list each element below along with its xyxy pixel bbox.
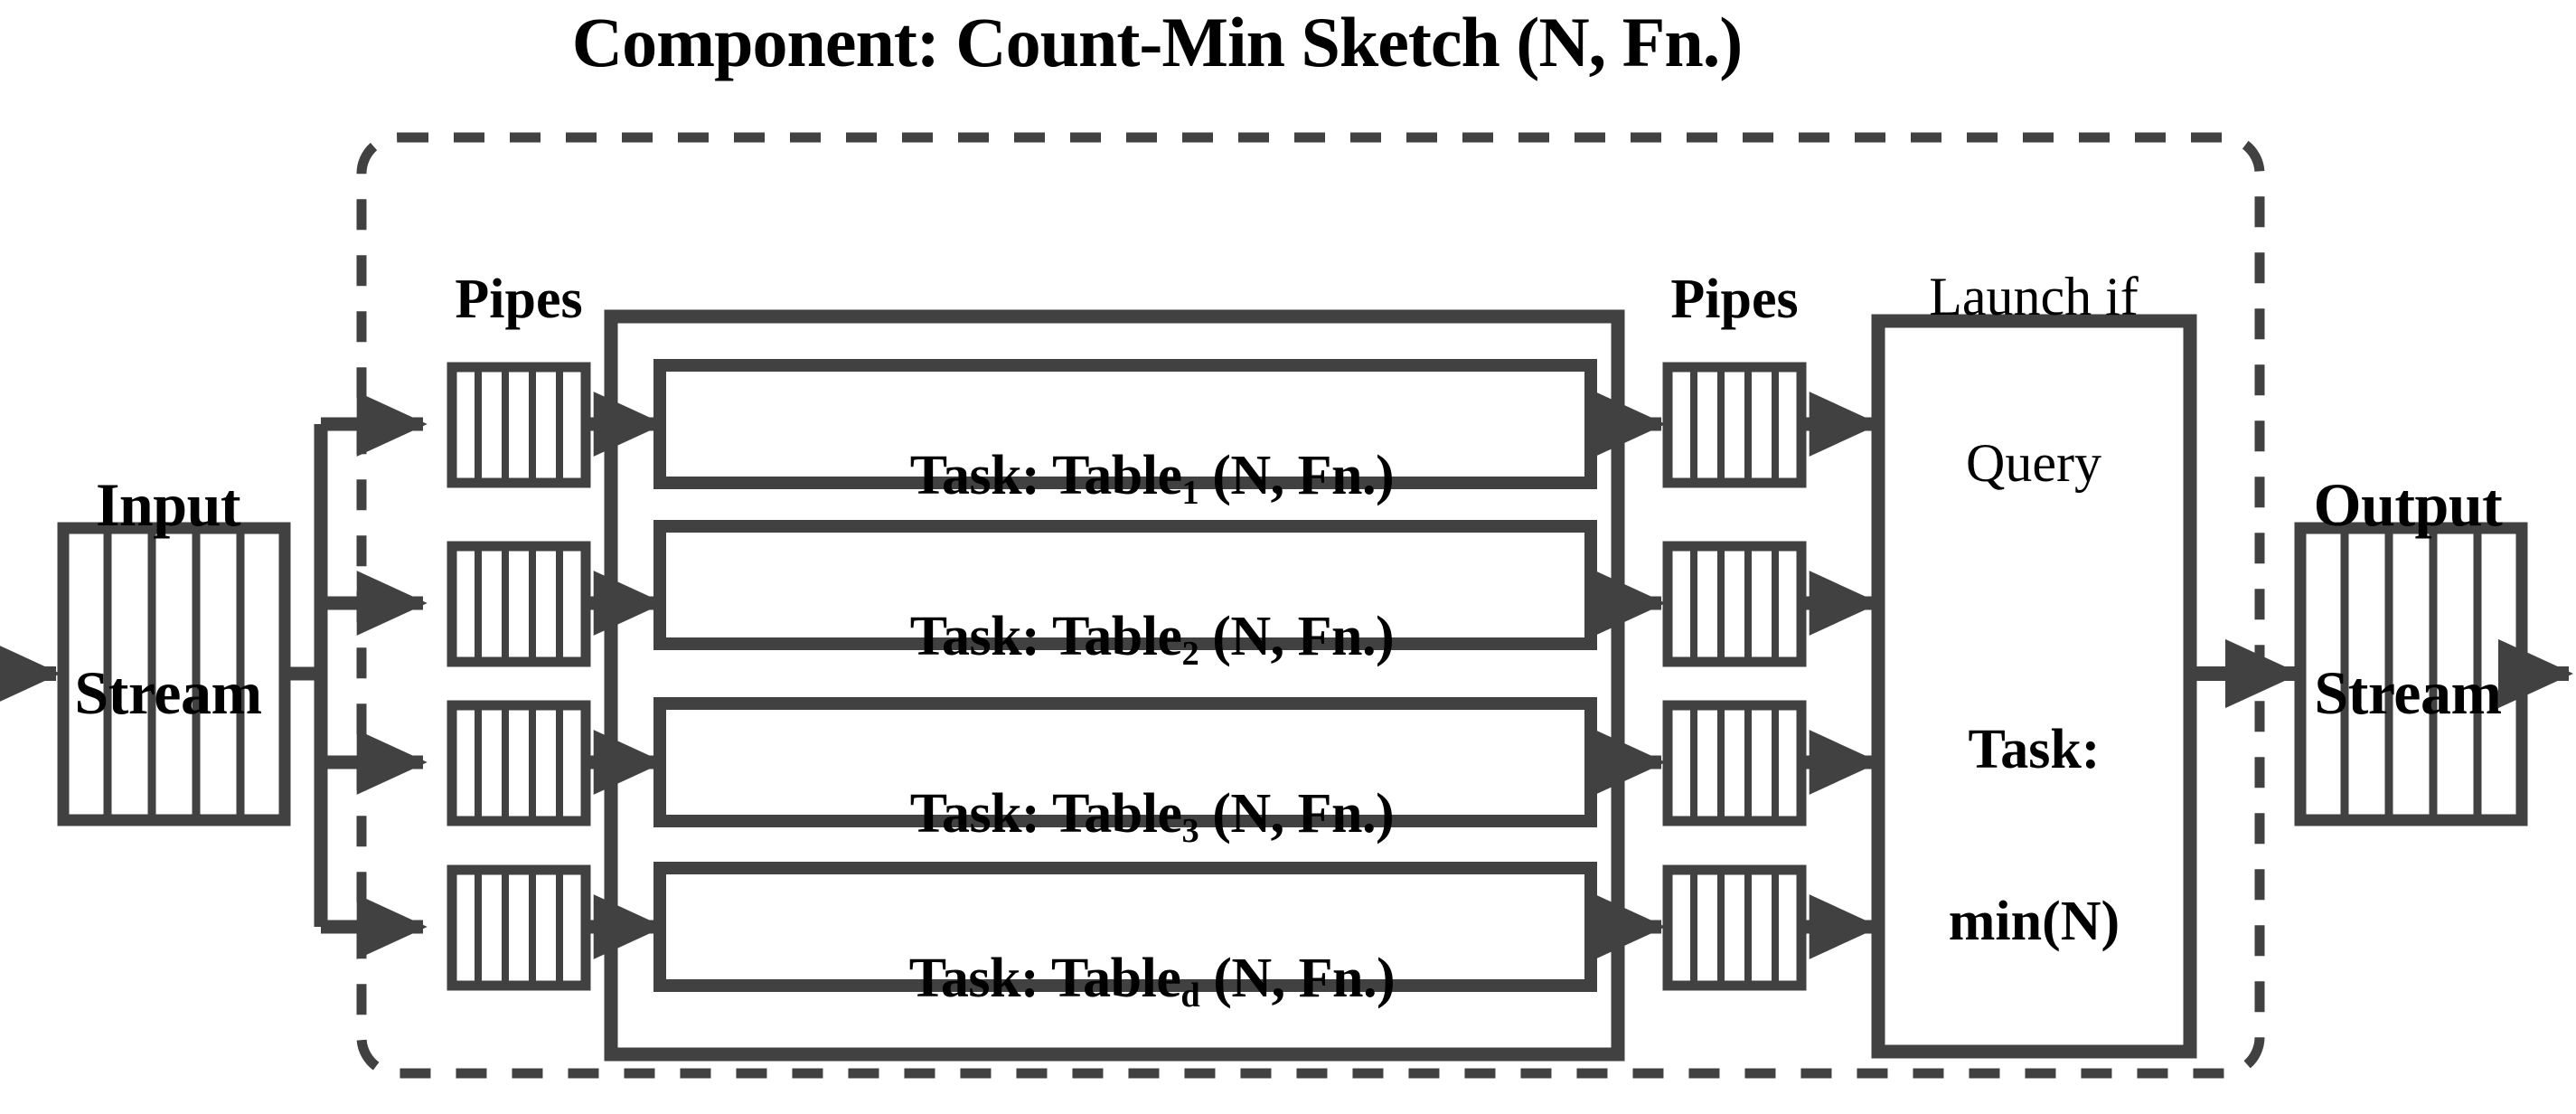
launch-if-query-label: Launch if Query <box>1862 159 2205 602</box>
task-table-label: Task: Table2 (N, Fn.) <box>660 552 1591 723</box>
task-label-suffix: (N, Fn.) <box>1199 606 1395 668</box>
left-pipe-box <box>447 864 591 991</box>
task-table-label: Task: Table1 (N, Fn.) <box>660 391 1591 562</box>
launch-label-line1: Launch if <box>1929 267 2139 327</box>
min-task-line2: min(N) <box>1948 891 2120 953</box>
task-table-box <box>653 862 1597 992</box>
task-table-box <box>653 359 1597 489</box>
right-pipes-group <box>1662 362 1807 991</box>
task-label-prefix: Task: Table <box>909 606 1182 668</box>
pipes-to-tasks-arrows <box>586 392 664 959</box>
output-stream-label-line2: Stream <box>2314 657 2502 727</box>
task-label-prefix: Task: Table <box>909 445 1182 507</box>
input-stream-label: Input Stream <box>0 348 336 850</box>
task-label-suffix: (N, Fn.) <box>1199 948 1396 1010</box>
page-title: Component: Count-Min Sketch (N, Fn.) <box>571 3 1743 81</box>
task-label-prefix: Task: Table <box>909 783 1182 845</box>
output-stream-label-line1: Output <box>2313 469 2503 539</box>
output-stream-box <box>2294 522 2528 826</box>
right-pipe-box <box>1662 864 1807 991</box>
right-pipe-box <box>1662 362 1807 488</box>
right-pipe-box <box>1662 700 1807 826</box>
tasks-group-outline <box>604 309 1625 1062</box>
output-stream-label: Output Stream <box>2240 348 2576 850</box>
tasks-to-rightpipes-arrows <box>1591 392 1666 959</box>
input-stream-label-line2: Stream <box>74 657 262 727</box>
right-pipe-box <box>1662 541 1807 667</box>
task-table-boxes <box>653 359 1597 992</box>
task-label-prefix: Task: Table <box>908 948 1181 1010</box>
task-label-subscript: 2 <box>1181 634 1199 673</box>
task-table-label: Task: Table3 (N, Fn.) <box>660 729 1591 901</box>
task-table-box <box>653 697 1597 827</box>
min-task-line1: Task: <box>1968 719 2101 781</box>
task-label-suffix: (N, Fn.) <box>1199 445 1395 507</box>
task-label-subscript: 1 <box>1181 473 1199 512</box>
min-task-box <box>1871 314 2197 1059</box>
right-pipes-label: Pipes <box>1670 269 1799 330</box>
left-fanout-bus <box>285 392 428 959</box>
left-pipe-box <box>447 700 591 826</box>
launch-label-line2: Query <box>1966 432 2101 493</box>
rightpipes-to-min-arrows <box>1801 392 1880 959</box>
task-label-subscript: d <box>1180 976 1200 1015</box>
task-label-suffix: (N, Fn.) <box>1199 783 1395 845</box>
left-pipes-group <box>447 362 591 991</box>
left-pipe-box <box>447 541 591 667</box>
input-stream-label-line1: Input <box>95 469 241 539</box>
input-stream-box <box>57 522 291 826</box>
left-pipes-label: Pipes <box>455 269 583 330</box>
min-task-label: Task: min(N) <box>1878 608 2190 1065</box>
task-label-subscript: 3 <box>1181 811 1199 850</box>
task-table-label: Task: Tabled (N, Fn.) <box>660 893 1591 1065</box>
left-pipe-box <box>447 362 591 488</box>
task-table-box <box>653 520 1597 650</box>
